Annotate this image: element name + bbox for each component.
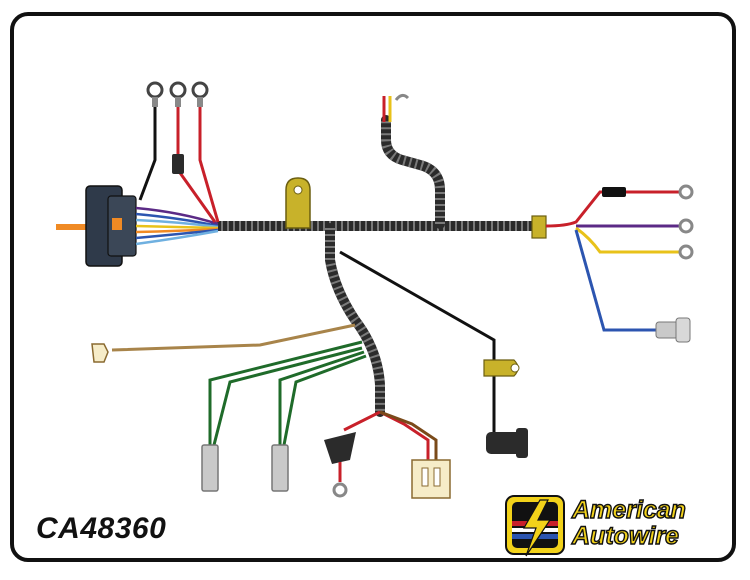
ring-terminal-sleeves: [152, 97, 203, 107]
part-number: CA48360: [36, 512, 167, 545]
brand-logo: [505, 495, 565, 557]
mounting-bracket-lower: [483, 359, 520, 377]
lightning-bolt-icon: [522, 499, 552, 557]
connector-wire-fan: [135, 206, 219, 246]
sensor-connector: [486, 428, 528, 458]
bullet-connector-icon: [655, 317, 691, 343]
mounting-bracket-top: [285, 177, 311, 229]
main-connector: [56, 185, 137, 267]
ring-terminal-icon: [146, 81, 209, 99]
brand-name-line1: American: [571, 496, 686, 524]
two-pin-connector: [411, 459, 451, 499]
bottom-fan-leads: [343, 410, 438, 460]
diagram-border: [10, 12, 736, 562]
lower-branch-loom: [325, 223, 385, 417]
right-leads: [545, 190, 680, 332]
upper-branch-loom: [381, 115, 445, 229]
right-lead-sleeve: [602, 187, 626, 197]
green-leads: [208, 340, 367, 446]
tan-spade-lead: [91, 323, 356, 363]
loom-clip-right: [531, 215, 547, 239]
black-ground-lead: [339, 250, 496, 440]
brand-name: American Autowire: [571, 496, 686, 550]
spade-terminal-icon: [201, 444, 289, 492]
top-branch-connector: [382, 93, 410, 122]
inline-fuse: [172, 154, 184, 174]
ring-terminal-icon: [678, 184, 694, 260]
brand-name-line2: Autowire: [571, 522, 679, 550]
boot-ring-lead: [324, 432, 356, 498]
